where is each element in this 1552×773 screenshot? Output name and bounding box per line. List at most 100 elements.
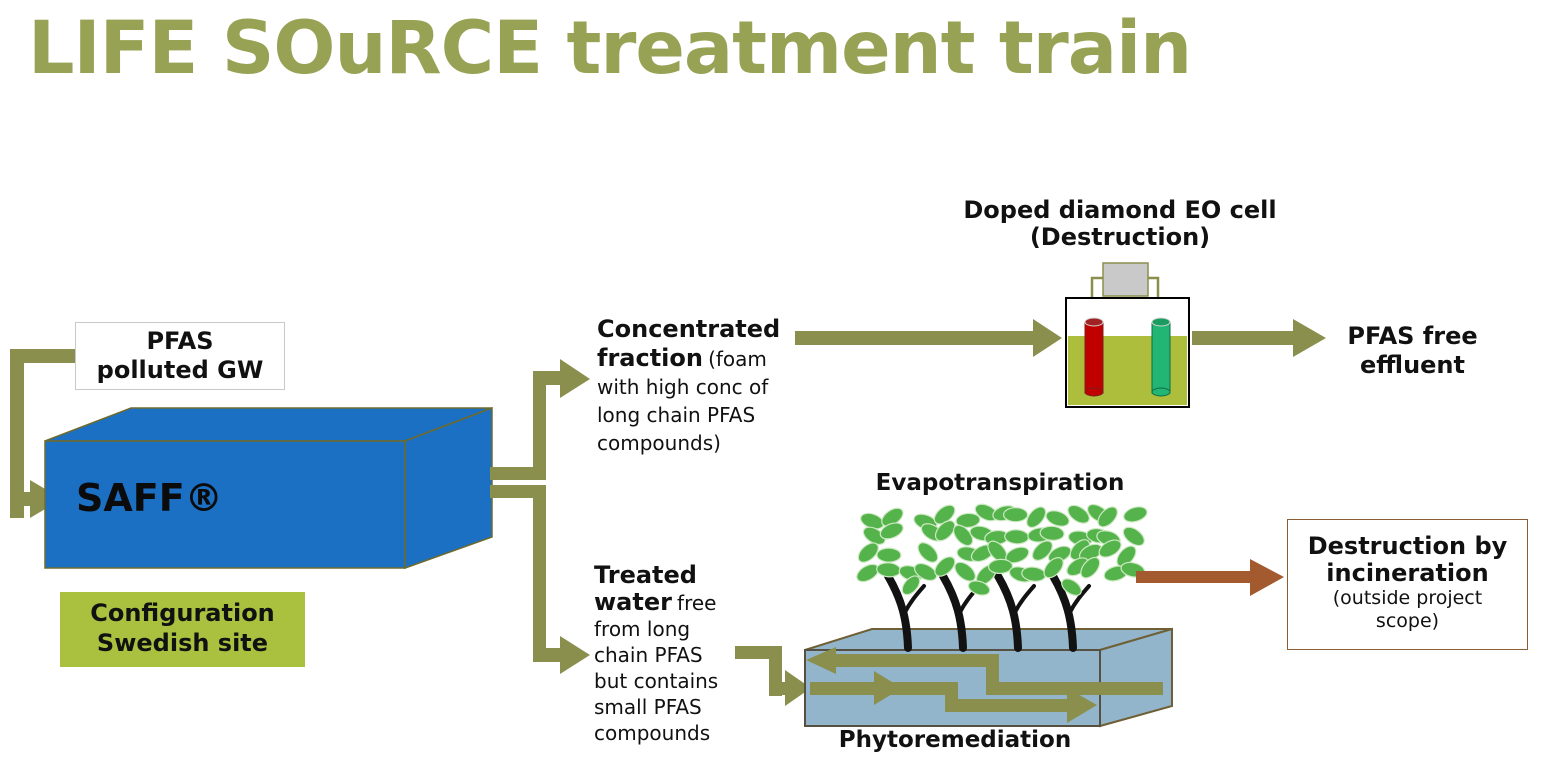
power-supply-icon <box>1102 262 1149 297</box>
treated-water-elbow-arrow <box>735 646 811 706</box>
treated-water-bold: Treated water <box>594 561 697 616</box>
leaf-icon <box>913 562 938 582</box>
leaf-icon <box>953 524 974 547</box>
concentrated-fraction-bold: Concentrated fraction <box>597 315 781 372</box>
leaf-icon <box>1061 578 1082 596</box>
red-electrode-icon <box>1084 321 1104 394</box>
arrow-segment <box>533 648 561 662</box>
evapotranspiration-label: Evapotranspiration <box>875 470 1125 496</box>
leaf-icon <box>1080 556 1101 579</box>
arrow-segment <box>10 349 24 518</box>
leaf-icon <box>954 561 976 582</box>
arrowhead-icon <box>560 636 590 674</box>
pfas-polluted-gw-line1: PFAS <box>146 327 214 355</box>
configuration-line2: Swedish site <box>96 629 269 657</box>
leaf-icon <box>1097 506 1118 528</box>
eo-cell-diagram <box>1065 262 1190 408</box>
arrow-segment <box>490 485 546 498</box>
arrow-segment <box>986 682 1163 695</box>
pfas-free-effluent-label: PFAS free effluent <box>1347 322 1478 379</box>
arrow-segment <box>533 371 561 385</box>
arrowhead-icon <box>1033 319 1062 357</box>
arrow-segment <box>945 699 1067 712</box>
tree-trunk-icon <box>1049 572 1077 652</box>
leaf-icon <box>934 556 956 577</box>
arrow-segment <box>533 377 546 480</box>
leaf-icon <box>862 526 886 546</box>
arrow-segment <box>769 682 786 695</box>
eo-cell-title-line2: (Destruction) <box>1029 223 1211 251</box>
leaf-icon <box>1005 546 1030 564</box>
tree-branch-icon <box>902 584 926 616</box>
eo-cell-title: Doped diamond EO cell (Destruction) <box>940 197 1300 251</box>
leaf-icon <box>876 562 902 578</box>
arrow-segment <box>795 331 1033 345</box>
saff-label: SAFF® <box>76 476 223 520</box>
destruction-incineration-bold: Destruction by incineration <box>1307 532 1508 587</box>
basin-serpentine-flow <box>806 647 1163 723</box>
tree-leaves <box>856 503 1148 596</box>
arrow-segment <box>10 492 32 506</box>
trees <box>856 503 1148 652</box>
tree-trunk-icon <box>884 572 912 652</box>
eo-cell-title-line1: Doped diamond EO cell <box>963 196 1277 224</box>
leaf-icon <box>917 542 939 563</box>
eo-feed-arrow <box>795 319 1062 357</box>
leaf-icon <box>967 580 991 596</box>
concentrated-fraction-detail: (foam with high conc of long chain PFAS … <box>597 347 769 455</box>
leaf-icon <box>1026 506 1047 529</box>
saff-outlet-branch <box>490 359 590 674</box>
leaf-icon <box>987 558 1014 575</box>
configuration-line1: Configuration <box>90 599 275 627</box>
tree-trunks <box>884 572 1091 652</box>
pfas-polluted-gw-line2: polluted GW <box>96 356 264 384</box>
leaf-icon <box>1098 539 1122 558</box>
arrowhead-icon <box>1293 319 1326 357</box>
saff-box <box>44 406 493 570</box>
destruction-incineration-box: Destruction by incineration (outside pro… <box>1287 519 1528 650</box>
leaf-icon <box>933 504 956 525</box>
treated-water-detail: free from long chain PFAS but contains s… <box>594 591 719 745</box>
leaf-icon <box>857 542 879 563</box>
red-electrode-bottom <box>1084 387 1104 397</box>
leaf-icon <box>1122 526 1145 547</box>
red-electrode-top <box>1084 317 1104 327</box>
leaf-icon <box>1043 557 1064 579</box>
arrowhead-icon <box>560 359 590 398</box>
arrow-segment <box>1136 571 1250 583</box>
leaf-icon <box>876 547 902 563</box>
leaf-icon <box>879 522 904 540</box>
green-electrode-bottom <box>1151 387 1171 397</box>
pfas-polluted-gw-box: PFAS polluted GW <box>75 322 285 390</box>
concentrated-fraction-label: Concentrated fraction (foam with high co… <box>597 316 793 458</box>
leaf-icon <box>856 563 880 583</box>
leaf-icon <box>1002 507 1029 523</box>
leaf-icon <box>901 575 921 596</box>
destruction-incineration-detail: (outside project scope) <box>1332 587 1483 632</box>
green-electrode-top <box>1151 317 1171 327</box>
arrowhead-icon <box>1067 688 1097 723</box>
leaf-icon <box>1116 545 1137 567</box>
tree-branch-icon <box>1067 584 1091 616</box>
configuration-box: Configuration Swedish site <box>60 592 305 667</box>
leaf-icon <box>1004 529 1030 545</box>
treated-water-label: Treated water free from long chain PFAS … <box>594 563 739 747</box>
tree-trunk-icon <box>939 572 967 652</box>
arrow-segment <box>836 654 999 667</box>
leaf-icon <box>1031 540 1053 561</box>
leaf-icon <box>934 520 956 542</box>
arrowhead-icon <box>806 647 836 674</box>
leaf-icon <box>1045 510 1070 527</box>
arrow-segment <box>533 485 546 662</box>
arrow-segment <box>490 467 546 480</box>
leaf-icon <box>1123 506 1148 523</box>
arrowhead-icon <box>785 670 811 706</box>
saff-box-front-face <box>44 440 406 569</box>
arrow-segment <box>10 349 78 363</box>
arrowhead-icon <box>1250 559 1284 596</box>
phytoremediation-label: Phytoremediation <box>838 727 1072 753</box>
leaf-icon <box>955 512 981 529</box>
leaf-icon <box>1067 504 1090 524</box>
